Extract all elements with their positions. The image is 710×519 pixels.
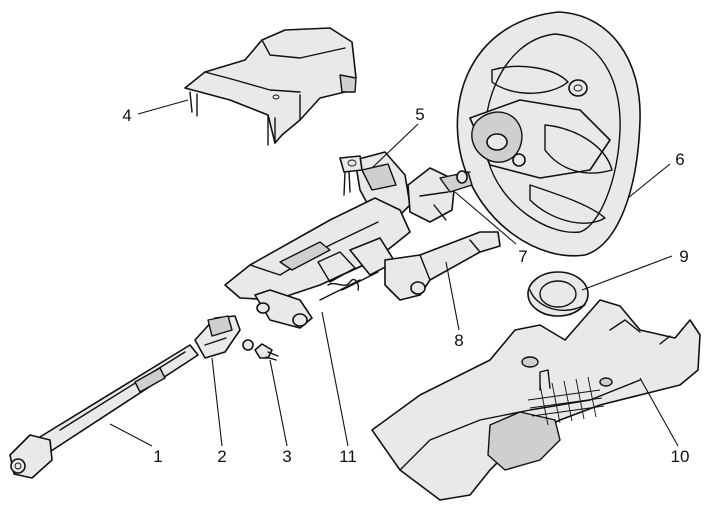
callout-8: 8 bbox=[454, 331, 463, 350]
callout-7: 7 bbox=[518, 247, 527, 266]
column-switch bbox=[407, 167, 473, 223]
leader-lines bbox=[109, 99, 679, 447]
callout-5: 5 bbox=[415, 105, 424, 124]
lower-shroud bbox=[371, 299, 701, 501]
seal-ring bbox=[527, 271, 589, 317]
steering-column-body bbox=[224, 197, 411, 329]
callout-11: 11 bbox=[339, 447, 357, 466]
intermediate-shaft bbox=[9, 344, 199, 479]
callout-2: 2 bbox=[217, 447, 226, 466]
steering-wheel bbox=[456, 11, 641, 257]
bolt-washer bbox=[242, 339, 279, 361]
callout-3: 3 bbox=[282, 447, 291, 466]
callout-6: 6 bbox=[675, 150, 684, 169]
callout-10: 10 bbox=[671, 447, 690, 466]
upper-shroud bbox=[184, 27, 357, 146]
callout-1: 1 bbox=[153, 447, 162, 466]
callout-4: 4 bbox=[122, 106, 131, 125]
mounting-bracket bbox=[384, 231, 501, 301]
callout-9: 9 bbox=[679, 247, 688, 266]
universal-joint bbox=[194, 315, 241, 359]
